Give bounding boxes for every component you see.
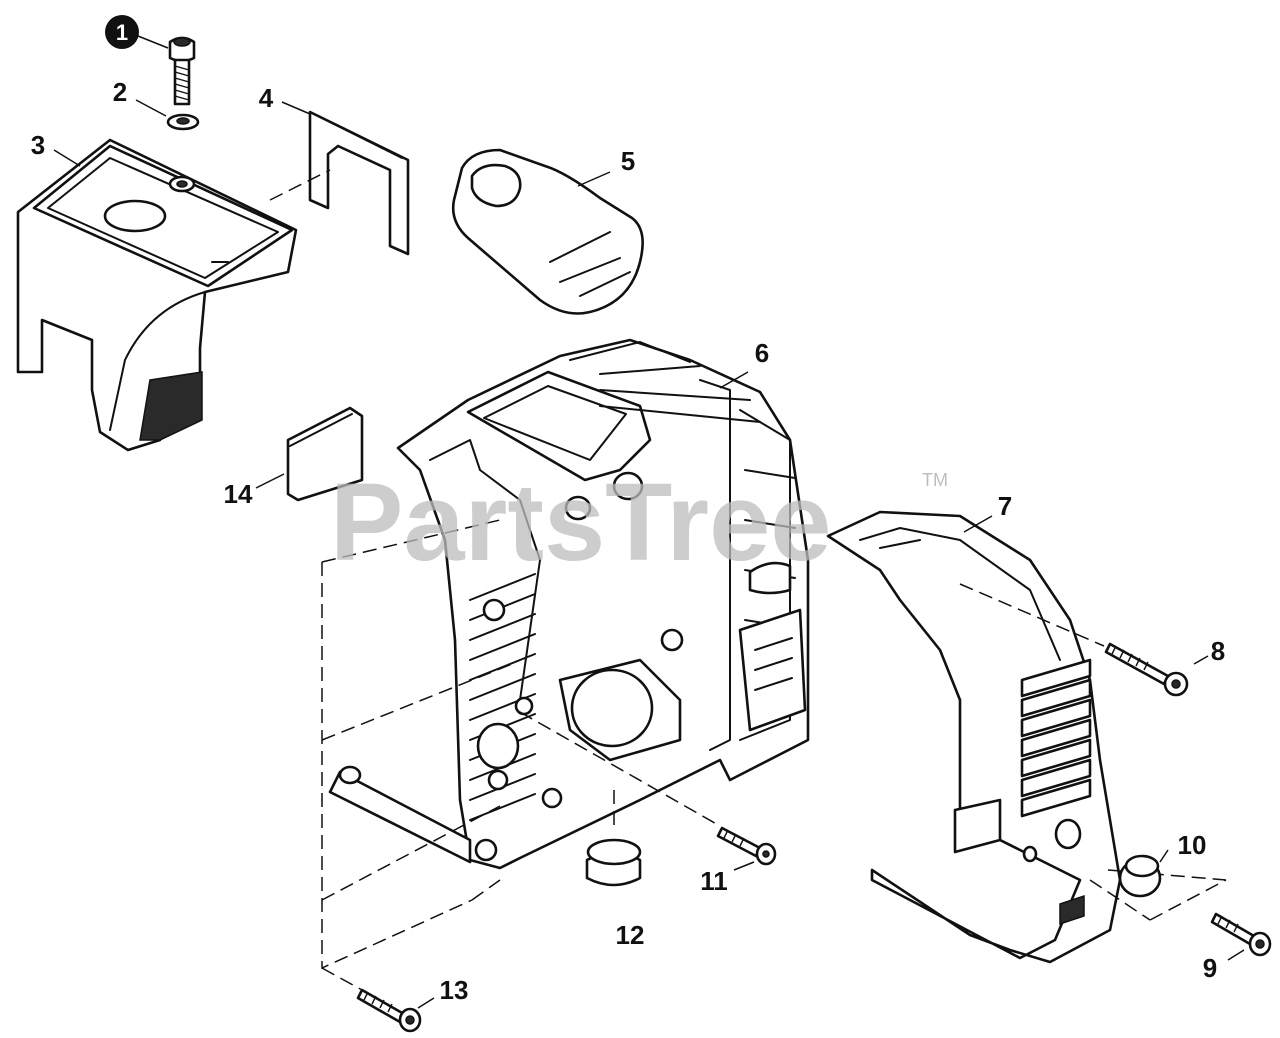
callout-9[interactable]: 9 xyxy=(1203,953,1217,983)
callouts: 1 2 3 4 5 6 7 8 9 10 11 12 13 14 xyxy=(31,15,1225,1005)
part-11-screw[interactable] xyxy=(716,826,777,866)
callout-10[interactable]: 10 xyxy=(1178,830,1207,860)
callout-12[interactable]: 12 xyxy=(616,920,645,950)
part-13-screw[interactable] xyxy=(356,988,422,1033)
callout-3[interactable]: 3 xyxy=(31,130,45,160)
part-4-gasket[interactable] xyxy=(308,110,410,256)
callout-1[interactable]: 1 xyxy=(116,20,128,45)
watermark-brand: PartsTree xyxy=(330,461,831,584)
callout-7[interactable]: 7 xyxy=(998,491,1012,521)
watermark: PartsTree TM xyxy=(330,461,948,584)
part-14-pad[interactable] xyxy=(286,406,364,502)
watermark-trademark: TM xyxy=(922,470,948,490)
callout-1-badge xyxy=(105,15,139,49)
callout-4[interactable]: 4 xyxy=(259,83,274,113)
callout-11[interactable]: 11 xyxy=(700,866,728,896)
part-1-bolt[interactable] xyxy=(168,36,196,106)
part-3-air-filter-cover[interactable] xyxy=(16,138,298,452)
callout-6[interactable]: 6 xyxy=(755,338,769,368)
part-2-washer[interactable] xyxy=(166,113,200,131)
callout-8[interactable]: 8 xyxy=(1211,636,1225,666)
part-9-screw[interactable] xyxy=(1210,912,1272,957)
part-12-plug[interactable] xyxy=(585,838,642,887)
part-7-side-cover[interactable] xyxy=(826,510,1122,964)
callout-13[interactable]: 13 xyxy=(440,975,469,1005)
callout-14[interactable]: 14 xyxy=(224,479,253,509)
part-8-screw[interactable] xyxy=(1104,642,1189,697)
part-10-cap[interactable] xyxy=(1118,854,1162,898)
callout-5[interactable]: 5 xyxy=(621,146,635,176)
callout-2[interactable]: 2 xyxy=(113,77,127,107)
part-6-main-housing[interactable] xyxy=(328,338,810,870)
part-5-filter-element[interactable] xyxy=(451,148,644,315)
